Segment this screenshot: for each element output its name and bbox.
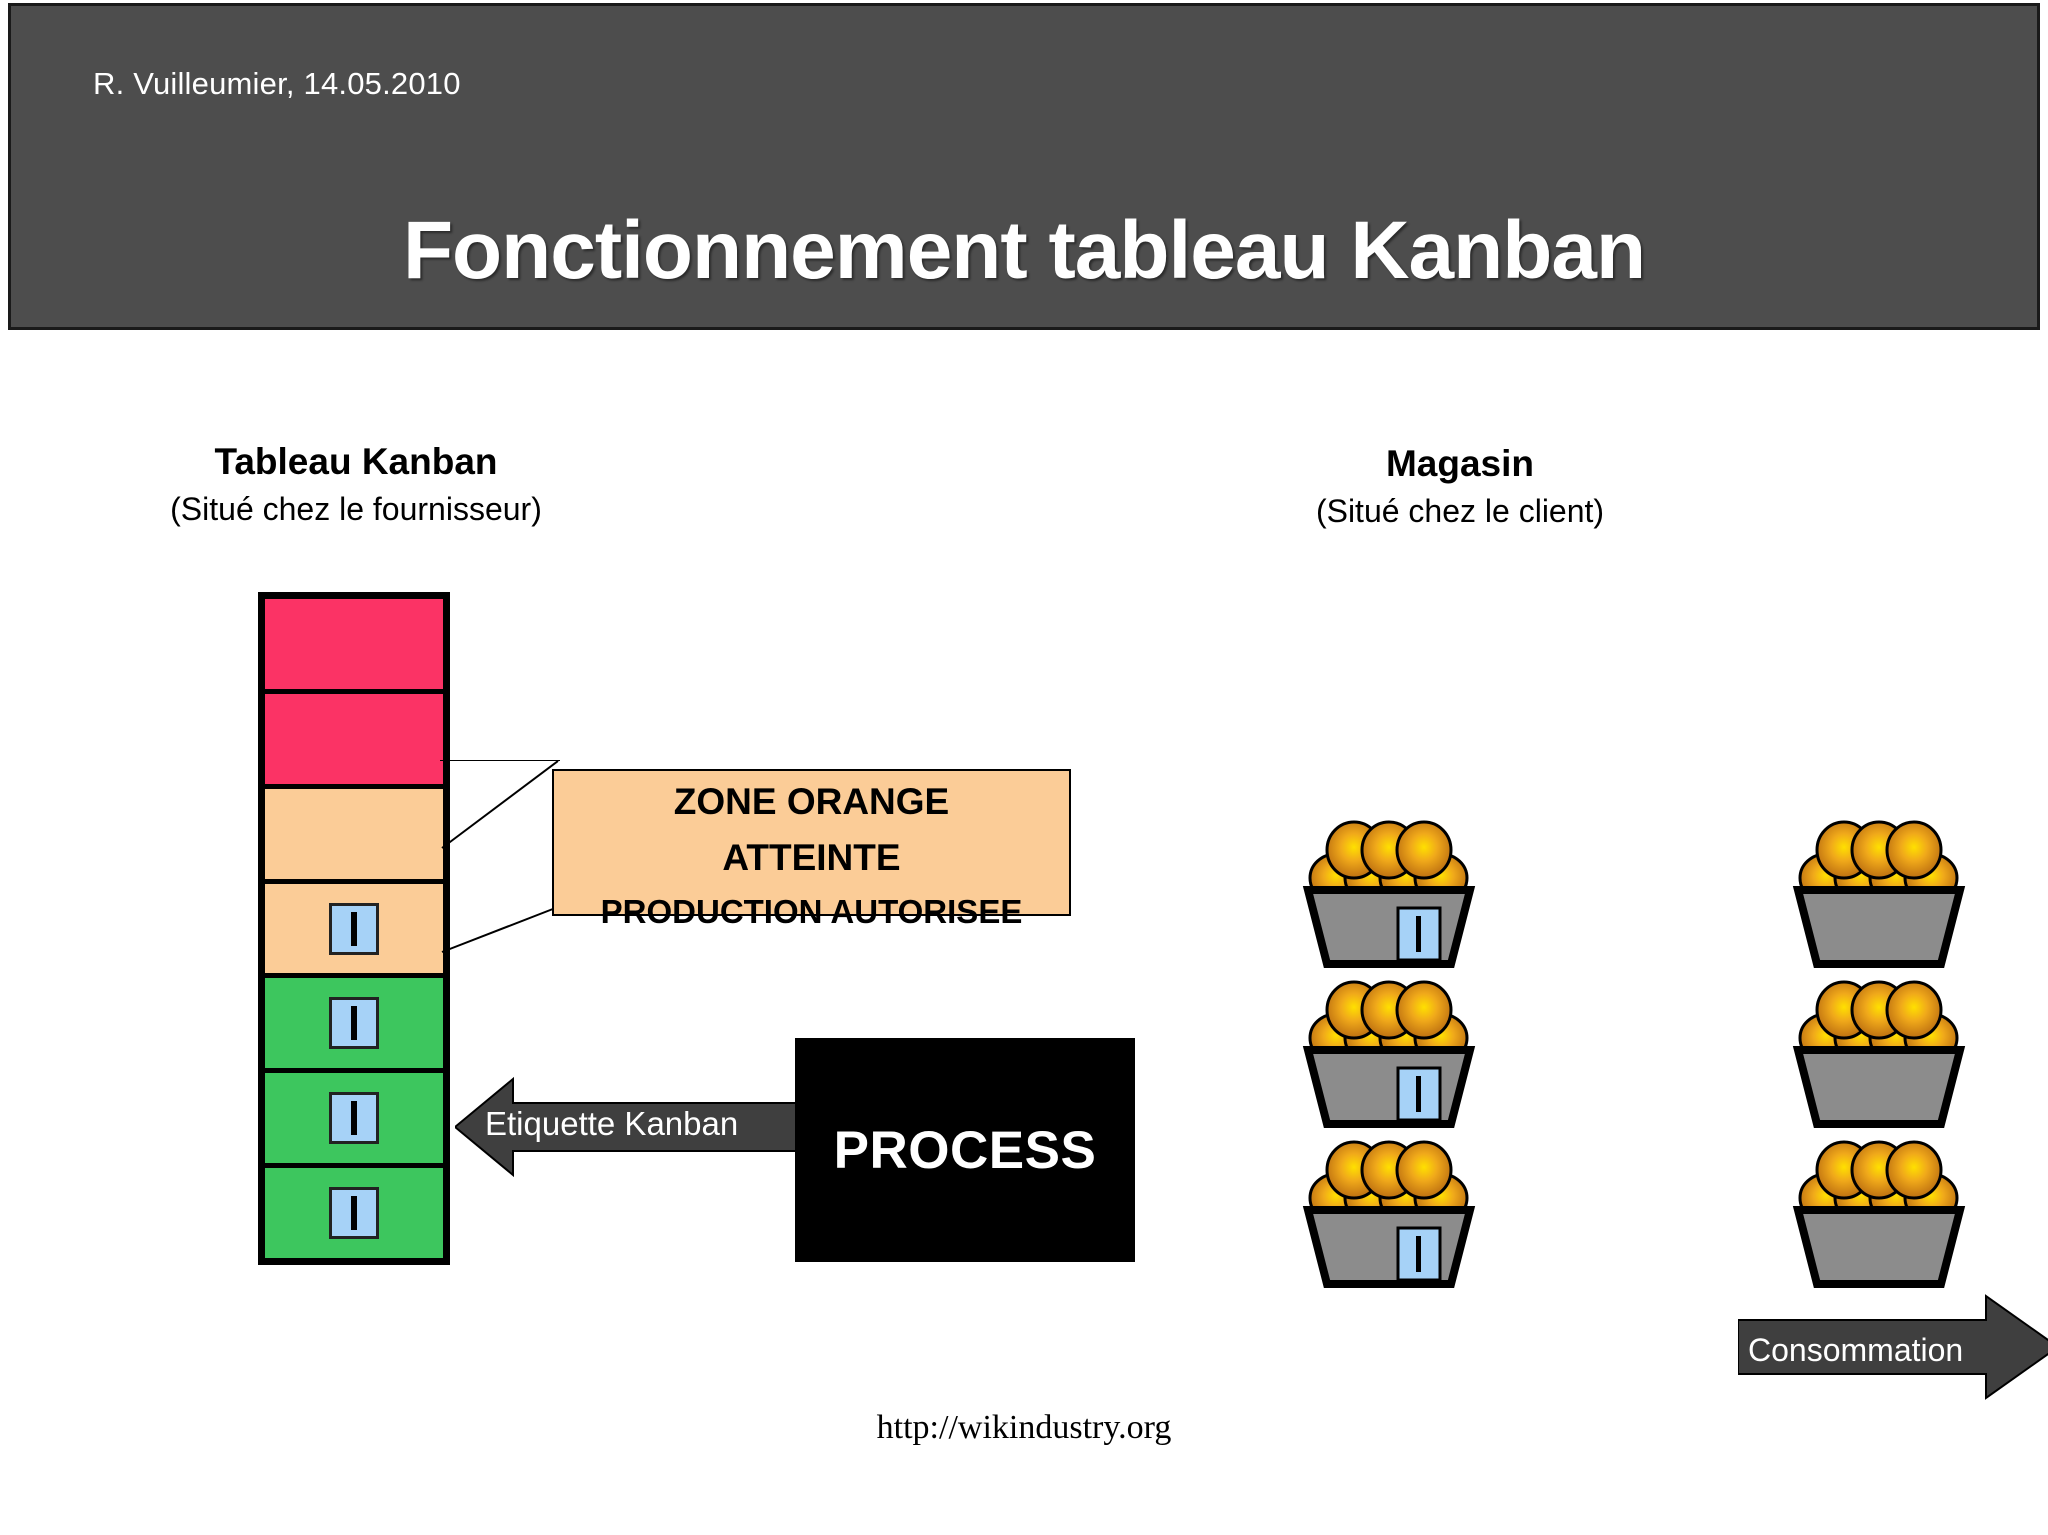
kanban-card-bar-icon	[351, 1006, 357, 1041]
kanban-etiquette-card[interactable]	[329, 997, 379, 1050]
tableau-kanban-heading: Tableau Kanban (Situé chez le fournisseu…	[0, 440, 712, 529]
kanban-board	[258, 592, 450, 1265]
callout-line-1: ZONE ORANGE	[673, 781, 950, 822]
magasin-crate-right-2[interactable]	[1782, 978, 1972, 1128]
zone-orange-callout: ZONE ORANGE ATTEINTE PRODUCTION AUTORISE…	[552, 769, 1071, 930]
page-title: Fonctionnement tableau Kanban	[402, 205, 1646, 296]
kanban-cell-green-1[interactable]	[265, 978, 443, 1074]
kanban-card-bar-icon	[351, 1101, 357, 1136]
kanban-card-bar-icon	[351, 1196, 357, 1231]
etiquette-kanban-arrow	[455, 1076, 803, 1178]
kanban-etiquette-card[interactable]	[329, 902, 379, 955]
magasin-crate-right-3[interactable]	[1782, 1138, 1972, 1288]
kanban-card-bar-icon	[351, 911, 357, 946]
kanban-etiquette-card[interactable]	[329, 1187, 379, 1240]
process-box[interactable]: PROCESS	[795, 1038, 1135, 1262]
author-date-line: R. Vuilleumier, 14.05.2010	[93, 66, 461, 101]
callout-line-2: ATTEINTE	[722, 837, 901, 878]
tableau-kanban-heading-sub: (Situé chez le fournisseur)	[170, 490, 542, 527]
consommation-arrow-label: Consommation	[1748, 1332, 1964, 1368]
header-banner: R. Vuilleumier, 14.05.2010	[8, 3, 2040, 330]
kanban-cell-green-2[interactable]	[265, 1073, 443, 1169]
tableau-kanban-heading-main: Tableau Kanban	[214, 441, 498, 482]
footer-url[interactable]: http://wikindustry.org	[876, 1409, 1172, 1446]
magasin-crate-left-2[interactable]	[1292, 978, 1482, 1128]
magasin-crate-left-3[interactable]	[1292, 1138, 1482, 1288]
magasin-heading-main: Magasin	[1385, 443, 1535, 484]
magasin-crate-left-1[interactable]	[1292, 818, 1482, 968]
magasin-crate-right-1[interactable]	[1782, 818, 1972, 968]
kanban-cell-green-3[interactable]	[265, 1168, 443, 1259]
magasin-heading-sub: (Situé chez le client)	[1315, 492, 1605, 529]
kanban-etiquette-card[interactable]	[329, 1092, 379, 1145]
process-label: PROCESS	[833, 1120, 1097, 1180]
etiquette-kanban-arrow-label: Etiquette Kanban	[485, 1105, 739, 1142]
kanban-cell-red-1[interactable]	[265, 599, 443, 694]
magasin-heading: Magasin (Situé chez le client)	[1210, 442, 1710, 531]
kanban-cell-orange-1[interactable]	[265, 788, 443, 884]
kanban-cell-orange-2[interactable]	[265, 883, 443, 979]
consommation-arrow	[1738, 1294, 2048, 1400]
kanban-cell-red-2[interactable]	[265, 693, 443, 789]
callout-line-3: PRODUCTION AUTORISEE	[600, 893, 1023, 930]
